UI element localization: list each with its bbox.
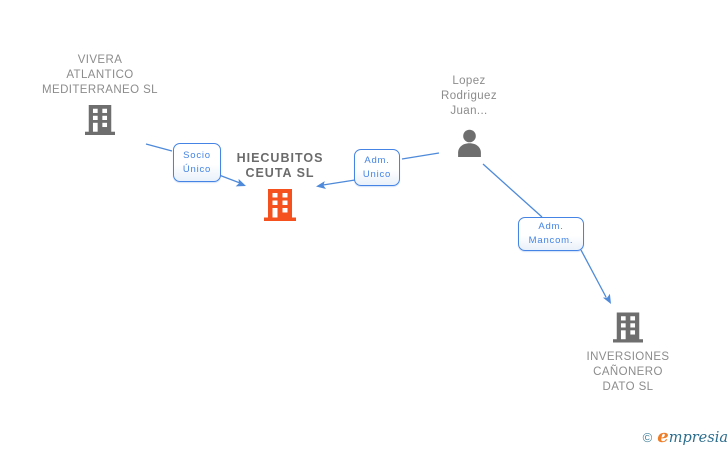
- edge-arrow-socio-unico: [235, 178, 246, 187]
- edge-arrow-adm-mancom: [602, 293, 611, 304]
- edge-label-line: Adm.: [364, 154, 390, 166]
- logo-brand-initial: e: [657, 426, 669, 447]
- company-name-line: CEUTA SL: [245, 166, 315, 180]
- edge-line-socio-unico-in: [145, 143, 173, 152]
- node-company-vivera-atlantico-mediterraneo[interactable]: VIVERA ATLANTICO MEDITERRANEO SL: [33, 53, 167, 136]
- company-name-line: CAÑONERO: [593, 366, 663, 378]
- edge-line-adm-mancom-in: [482, 163, 543, 218]
- building-icon: [85, 105, 115, 135]
- edge-line-socio-unico-out: [218, 174, 241, 184]
- edge-label-adm-unico: Adm. Unico: [354, 149, 400, 186]
- edge-label-line: Mancom.: [528, 235, 574, 246]
- person-name-line: Lopez: [452, 75, 486, 87]
- company-name: HIECUBITOS CEUTA SL: [237, 151, 324, 181]
- person-name: Lopez Rodriguez Juan...: [441, 74, 497, 119]
- company-name-line: ATLANTICO: [66, 69, 134, 81]
- person-icon: [457, 129, 481, 157]
- company-name-line: VIVERA: [77, 54, 123, 66]
- building-icon: [264, 189, 296, 221]
- edge-label-line: Adm.: [538, 221, 564, 232]
- building-icon: [613, 312, 643, 343]
- company-name-line: MEDITERRANEO SL: [42, 84, 158, 96]
- edge-label-line: Socio: [183, 149, 211, 161]
- node-person-lopez-rodriguez-juan[interactable]: Lopez Rodriguez Juan...: [402, 74, 536, 157]
- edge-label-line: Unico: [362, 168, 392, 180]
- edge-line-adm-unico-in: [401, 152, 440, 160]
- edge-label-adm-mancom: Adm. Mancom.: [518, 217, 584, 251]
- edge-arrow-adm-unico: [316, 181, 327, 189]
- company-name: INVERSIONES CAÑONERO DATO SL: [586, 350, 669, 395]
- node-company-inversiones-canonero-dato[interactable]: INVERSIONES CAÑONERO DATO SL: [561, 311, 695, 395]
- edge-label-socio-unico: Socio Único: [173, 143, 221, 182]
- edge-line-adm-mancom-out: [580, 249, 607, 298]
- person-name-line: Juan...: [450, 105, 488, 117]
- company-name-line: DATO SL: [602, 381, 654, 393]
- edge-label-line: Único: [182, 163, 212, 175]
- company-name-line: HIECUBITOS: [236, 151, 324, 165]
- logo-brand-text: mpresia: [668, 430, 728, 446]
- empresia-logo: © e mpresia: [640, 426, 728, 447]
- node-company-hiecubitos-ceuta[interactable]: HIECUBITOS CEUTA SL: [213, 151, 347, 223]
- company-name: VIVERA ATLANTICO MEDITERRANEO SL: [42, 53, 158, 98]
- copyright-icon: ©: [642, 430, 653, 445]
- edge-line-adm-unico-out: [322, 179, 356, 186]
- company-name-line: INVERSIONES: [586, 351, 670, 363]
- person-name-line: Rodriguez: [440, 90, 498, 102]
